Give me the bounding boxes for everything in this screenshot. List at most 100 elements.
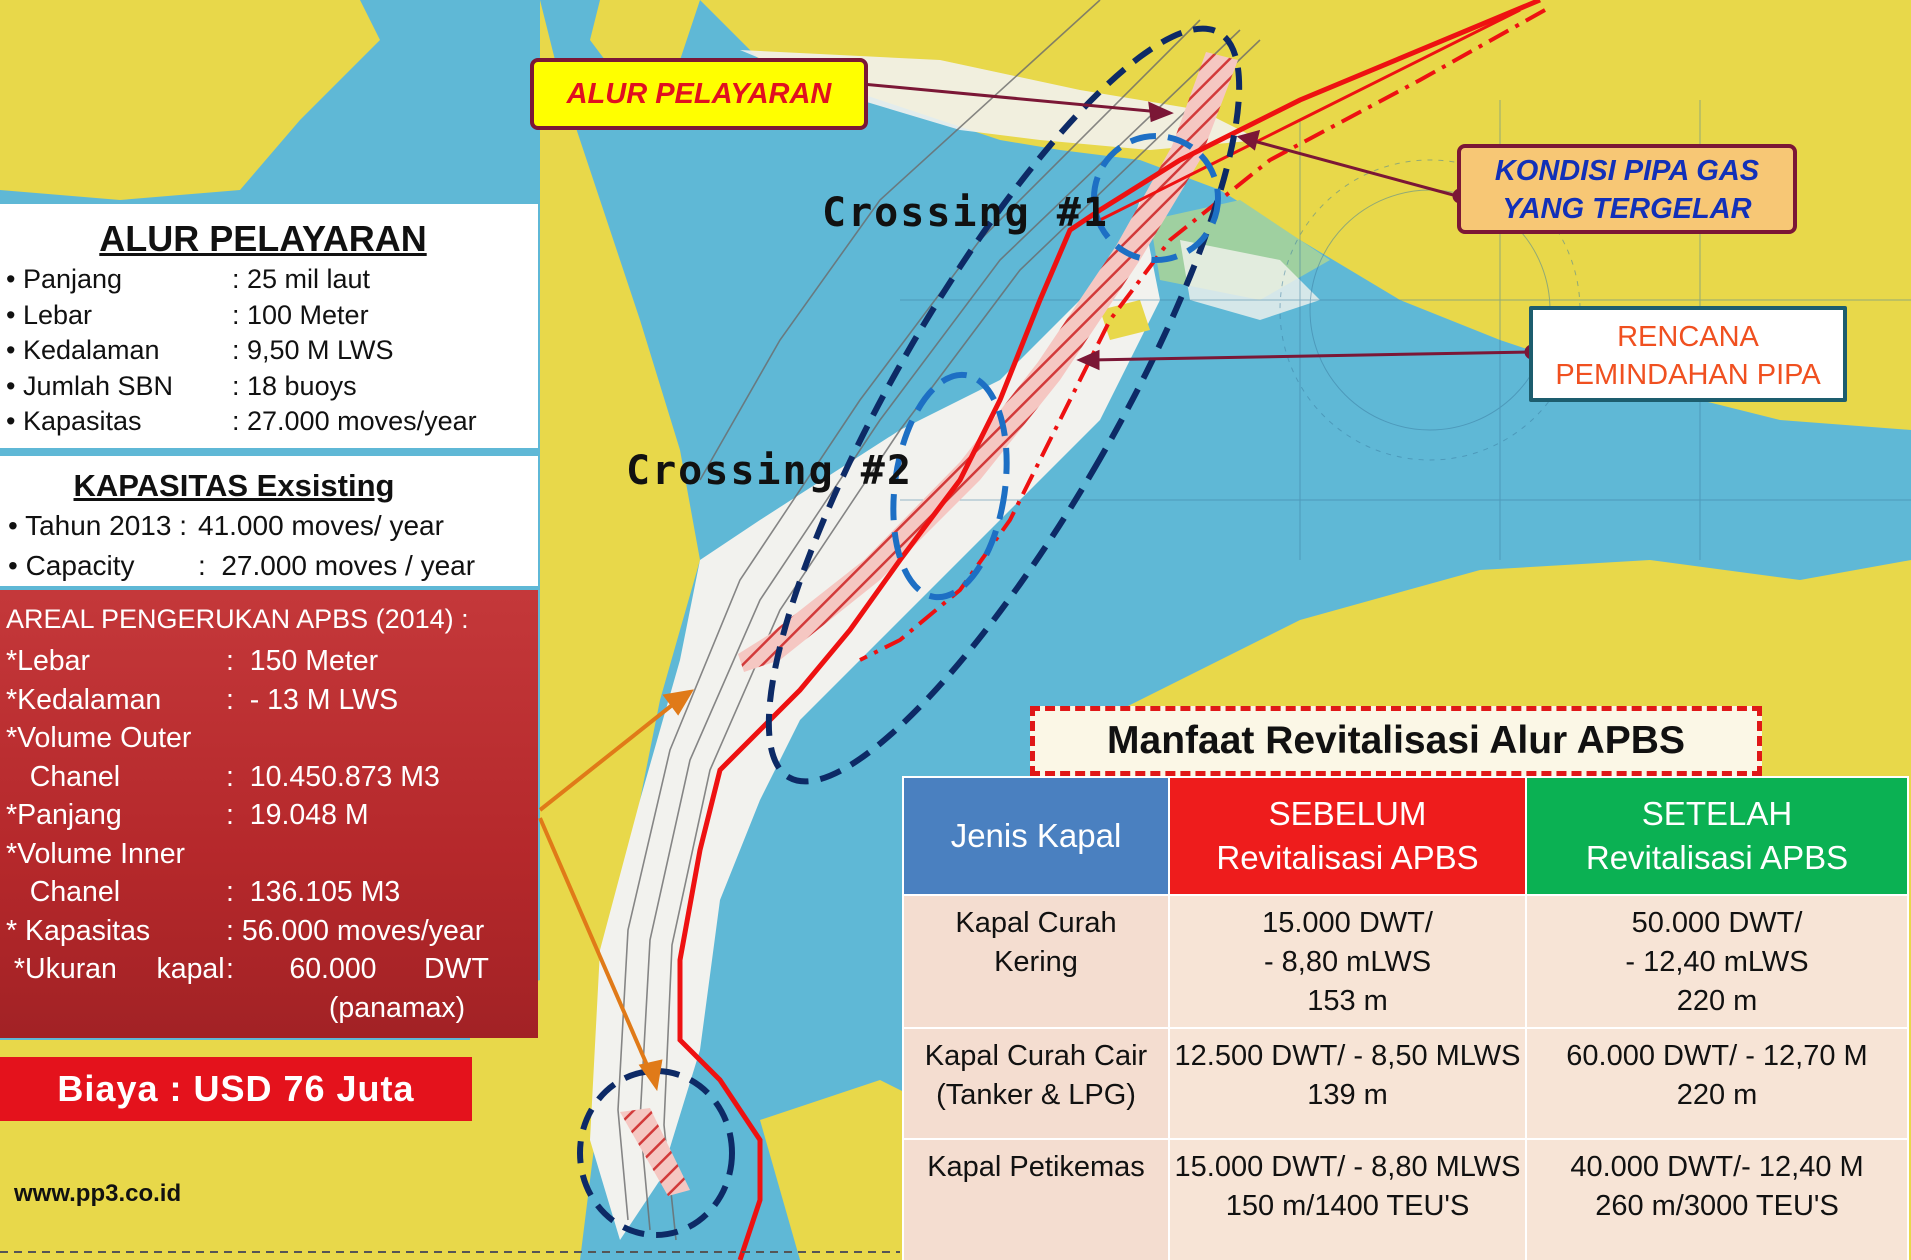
areal-value: : 10.450.873 M3 [226,760,440,793]
areal-row: *Panjang: 19.048 M [6,796,489,835]
shallow-channel-strip [590,200,1160,1240]
areal-value: : 150 Meter [226,645,379,677]
cell-line: 15.000 DWT/ [1262,907,1433,939]
cell-line: Kapal Curah Cair [924,1040,1148,1072]
alur-key: • Lebar [6,299,93,330]
areal-value: : 56.000 moves/year [226,914,485,947]
cell-line: 153 m [1307,985,1388,1017]
biaya-banner: Biaya : USD 76 Juta [0,1057,472,1121]
areal-value: : 60.000 DWT [226,953,489,985]
alur-title: ALUR PELAYARAN [99,218,427,259]
crossing-1-circle [1091,133,1221,263]
crossing-2-label: Crossing #2 [626,448,913,494]
alur-row: • Lebar : 100 Meter [6,298,477,334]
dredging-channel [738,52,1238,672]
shallow-north [740,50,1260,150]
cell-line: 12.500 DWT/ - 8,50 MLWS [1174,1040,1521,1072]
header-setelah: SETELAH Revitalisasi APBS [1525,776,1909,896]
table-row: Kapal Curah Cair (Tanker & LPG) 12.500 DWT… [902,1027,1909,1140]
areal-value: : - 13 M LWS [226,683,399,716]
areal-key: *Ukuran kapal [6,953,225,985]
alur-row: • Kedalaman : 9,50 M LWS [6,333,477,369]
kapasitas-row: • Tahun 2013 : 41.000 moves/ year [8,506,475,546]
alur-value: : 100 Meter [232,299,369,330]
areal-value: (panamax) [226,991,466,1024]
callout-kondisi-pipa: KONDISI PIPA GAS YANG TERGELAR [1457,144,1797,234]
areal-key: *Lebar [6,645,90,677]
kapasitas-value: 41.000 moves/ year [198,510,444,541]
areal-rows: *Lebar: 150 Meter*Kedalaman: - 13 M LWS*… [6,642,489,1027]
alur-key: • Jumlah SBN [6,370,174,401]
areal-key: * Kapasitas [6,914,151,947]
areal-row: Chanel: 10.450.873 M3 [6,758,489,797]
cell-line: 40.000 DWT/- 12,40 M [1570,1151,1864,1183]
header-sebelum-line-1: SEBELUM [1268,795,1427,832]
cell-sebelum: 15.000 DWT/ - 8,80 MLWS 150 m/1400 TEU'S [1168,1138,1527,1260]
alur-value: : 18 buoys [232,370,357,401]
kapasitas-title: KAPASITAS Exsisting [73,468,395,503]
rencana-line-2: PEMINDAHAN PIPA [1555,359,1821,391]
small-island [1100,300,1150,340]
cell-jenis: Kapal Curah Cair (Tanker & LPG) [902,1027,1170,1140]
areal-key [6,989,226,1028]
cell-line: Kapal Curah [955,907,1117,939]
header-setelah-line-2: Revitalisasi APBS [1585,839,1849,876]
callout-alur-pelayaran: ALUR PELAYARAN [530,58,868,130]
header-setelah-line-1: SETELAH [1641,795,1793,832]
areal-key: Chanel [6,876,121,908]
cell-line: 139 m [1307,1079,1388,1111]
areal-row: *Lebar : 150 Meter [6,642,489,681]
cell-line: - 12,40 mLWS [1625,946,1809,978]
kapasitas-info-box: KAPASITAS Exsisting • Tahun 2013 : 41.000… [0,456,538,586]
kondisi-line-2: YANG TERGELAR [1502,193,1752,225]
areal-key: *Volume Outer [6,722,192,754]
cell-line: 150 m/1400 TEU'S [1225,1190,1470,1222]
areal-row: * Kapasitas : 56.000 moves/year [6,912,489,951]
areal-key: *Volume Inner [6,837,186,870]
areal-row: (panamax) [6,989,489,1028]
planned-pipeline-route [859,8,1546,662]
land-northwest [0,0,380,200]
kapasitas-rows: • Tahun 2013 : 41.000 moves/ year • Capaci… [8,506,475,586]
header-jenis-line-1: Jenis Kapal [950,817,1122,854]
areal-title: AREAL PENGERUKAN APBS (2014) : [6,604,469,634]
alur-pelayaran-info-box: ALUR PELAYARAN • Panjang: 25 mil laut• L… [0,204,538,448]
dredging-channel-south [620,1108,690,1196]
alur-key: • Kedalaman [6,335,160,365]
rencana-line-1: RENCANA [1617,321,1759,353]
callout-rencana-pemindahan: RENCANA PEMINDAHAN PIPA [1529,306,1847,402]
header-jenis-kapal: Jenis Kapal [902,776,1170,896]
alur-value: : 27.000 moves/year [232,406,477,436]
cell-sebelum: 12.500 DWT/ - 8,50 MLWS 139 m [1168,1027,1527,1140]
areal-row: Chanel: 136.105 M3 [6,873,489,912]
alur-value: : 9,50 M LWS [232,335,394,365]
areal-row: *Volume Outer [6,719,489,758]
website-link[interactable]: www.pp3.co.id [14,1180,182,1207]
manfaat-title: Manfaat Revitalisasi Alur APBS [1030,706,1762,776]
cell-line: (Tanker & LPG) [936,1079,1136,1111]
crossing-2-ellipse [890,371,1010,601]
cell-line: 60.000 DWT/ - 12,70 M [1566,1040,1868,1072]
manfaat-table: Jenis Kapal SEBELUM Revitalisasi APBS SE… [902,776,1909,1260]
crossing-1-label: Crossing #1 [822,190,1109,236]
channel-ellipse [765,25,1243,785]
alur-key: • Kapasitas [6,406,142,436]
cell-line: 220 m [1676,985,1758,1017]
alur-row: • Panjang: 25 mil laut [6,262,477,298]
areal-row: *Ukuran kapal: 60.000 DWT [6,950,489,989]
south-ellipse [577,1068,735,1238]
areal-key: *Panjang [6,799,122,831]
kapasitas-key: • Tahun 2013 : [8,510,187,541]
cell-line: 220 m [1676,1079,1758,1111]
cell-setelah: 60.000 DWT/ - 12,70 M 220 m [1525,1027,1909,1140]
alur-row: • Kapasitas : 27.000 moves/year [6,404,477,440]
kapasitas-key: • Capacity [8,550,135,581]
cell-line: 15.000 DWT/ - 8,80 MLWS [1174,1151,1521,1183]
alur-key: • Panjang [6,264,123,294]
